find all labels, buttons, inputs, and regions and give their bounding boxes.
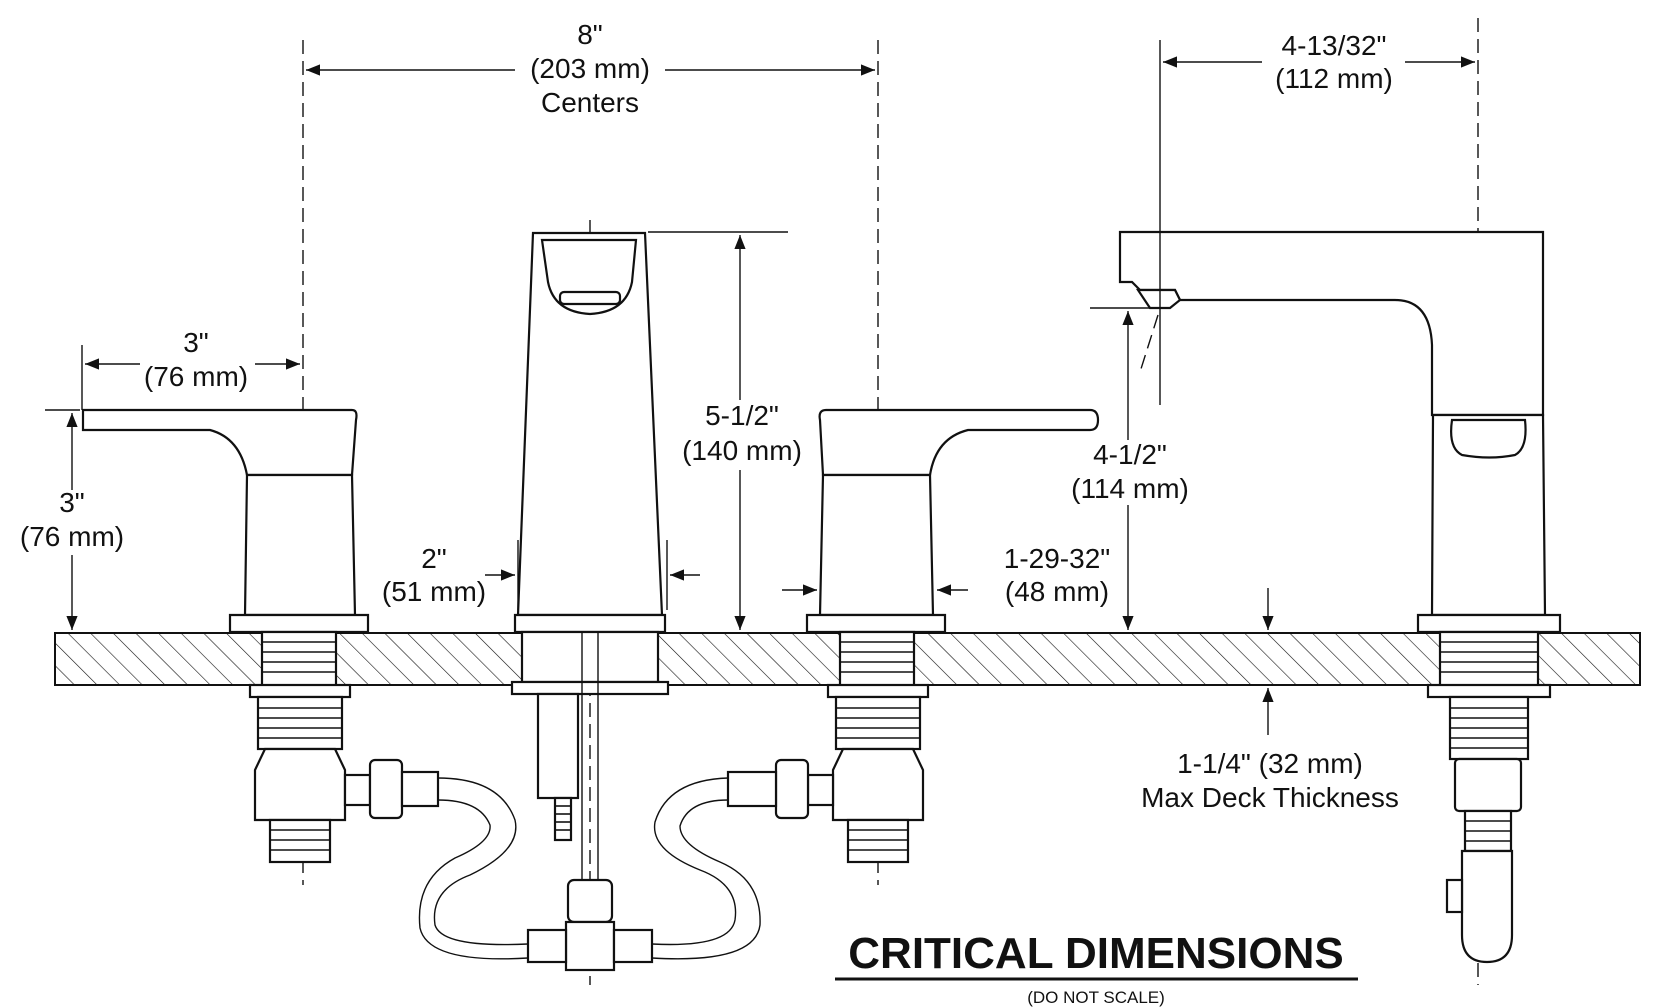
handle-height-mm-label: (76 mm): [20, 521, 124, 552]
centers-word-label: Centers: [541, 87, 639, 118]
spout-height-in-label: 5-1/2": [705, 400, 779, 431]
left-shank-threads: [258, 641, 342, 851]
drawing-title: CRITICAL DIMENSIONS: [848, 929, 1343, 978]
right-shank-threads: [836, 641, 920, 851]
outlet-height-mm-label: (114 mm): [1071, 473, 1189, 504]
outlet-height-in-label: 4-1/2": [1093, 439, 1167, 470]
supply-hoses: [418, 777, 761, 960]
drawing-title-block: CRITICAL DIMENSIONS (DO NOT SCALE): [835, 929, 1358, 1007]
side-view-spout: [1118, 230, 1562, 964]
centers-in-label: 8": [577, 19, 603, 50]
handle-height-in-label: 3": [59, 487, 85, 518]
deck-thickness-caption: Max Deck Thickness: [1141, 782, 1399, 813]
handle-base-in-label: 1-29-32": [1004, 543, 1110, 574]
dimension-lines: [45, 40, 1475, 735]
center-spout-assembly: [510, 231, 670, 972]
spout-base-mm-label: (51 mm): [382, 576, 486, 607]
dimension-labels: 8" (203 mm) Centers 4-13/32" (112 mm) 3"…: [20, 19, 1399, 813]
handle-reach-in-label: 3": [183, 327, 209, 358]
deck-thickness-label: 1-1/4" (32 mm): [1177, 748, 1363, 779]
reach-mm-label: (112 mm): [1275, 63, 1393, 94]
spout-height-mm-label: (140 mm): [682, 435, 802, 466]
left-handle-assembly: [81, 408, 440, 864]
side-shank-threads: [1440, 641, 1538, 842]
spout-base-in-label: 2": [421, 543, 447, 574]
reach-in-label: 4-13/32": [1282, 30, 1387, 61]
centers-mm-label: (203 mm): [530, 53, 650, 84]
handle-base-mm-label: (48 mm): [1005, 576, 1109, 607]
right-handle-assembly: [726, 408, 1100, 864]
spout-rod-threads: [555, 805, 571, 831]
handle-reach-mm-label: (76 mm): [144, 361, 248, 392]
scale-note: (DO NOT SCALE): [1027, 988, 1165, 1007]
